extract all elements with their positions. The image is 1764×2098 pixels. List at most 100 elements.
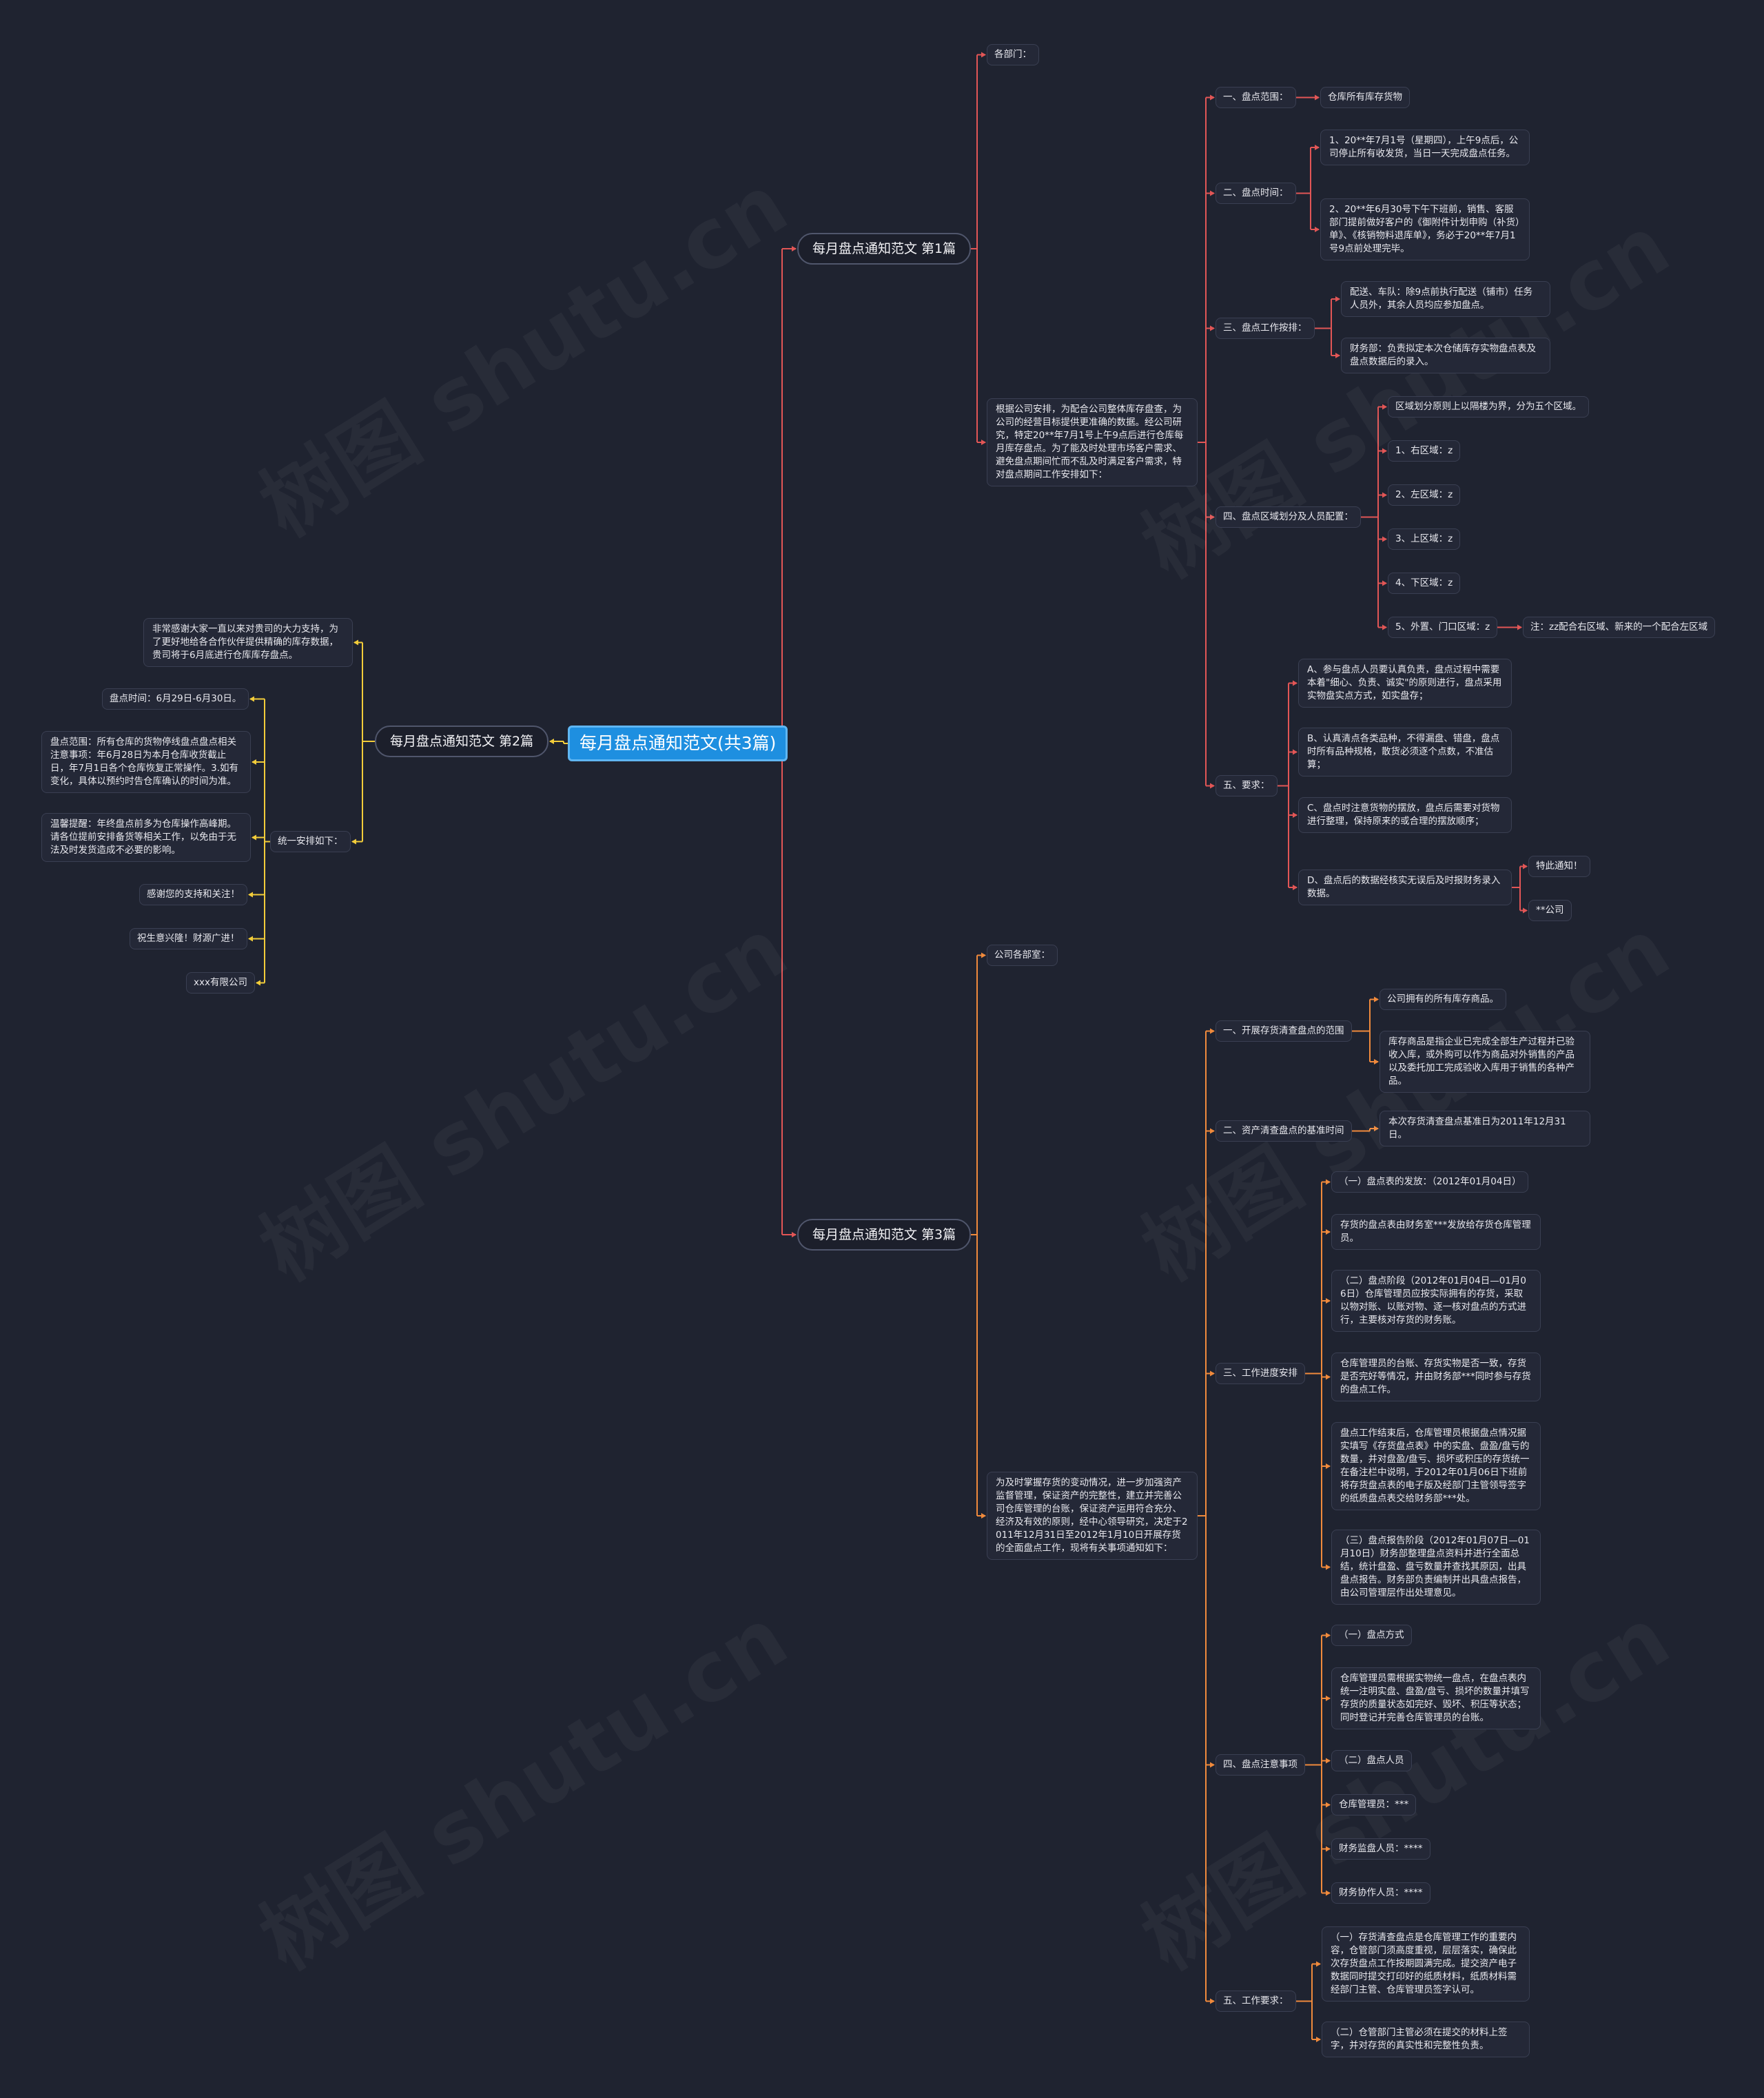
branch-topic-2[interactable]: 每月盘点通知范文 第2篇 [375,726,549,757]
connector-arrow [1326,1846,1331,1852]
b1-time-detail-1[interactable]: 1、20**年7月1号（星期四），上午9点后，公司停止所有收发货，当日一天完成盘… [1320,130,1530,165]
b1-time-detail-2[interactable]: 2、20**年6月30号下午下班前，销售、客服部门提前做好客户的《御附件计划申购… [1320,198,1530,260]
b3-scope-detail-2[interactable]: 库存商品是指企业已完成全部生产过程并已验收入库，或外购可以作为商品对外销售的产品… [1380,1031,1590,1093]
connector-arrow [1517,624,1522,630]
connector-arrow [1374,996,1379,1002]
b1-intro[interactable]: 根据公司安排，为配合公司整体库存盘查，为公司的经营目标提供更准确的数据。经公司研… [987,398,1198,486]
b3-base-time-detail[interactable]: 本次存货清查盘点基准日为2011年12月31日。 [1380,1111,1590,1146]
connector-arrow [256,980,260,986]
b2-thanks[interactable]: 非常感谢大家一直以来对贵司的大力支持，为了更好地给各合作伙伴提供精确的库存数据，… [143,618,353,667]
b1-req-a[interactable]: A、参与盘点人员要认真负责，盘点过程中需要本着"细心、负责、诚实"的原则进行，盘… [1298,659,1512,708]
b3-section-schedule[interactable]: 三、工作进度安排 [1216,1363,1305,1384]
b1-section-time[interactable]: 二、盘点时间： [1216,183,1296,204]
connector-arrow [252,834,256,841]
connector-arrow [1210,94,1215,101]
connector-arrow [1326,1374,1331,1380]
b1-area-principle[interactable]: 区域划分原则上以隔楼为界，分为五个区域。 [1388,396,1589,418]
b1-req-c[interactable]: C、盘点时注意货物的摆放，盘点后需要对货物进行整理，保持原来的或合理的摆放顺序； [1298,797,1512,833]
connector-arrow [1326,1564,1331,1570]
b1-section-scope[interactable]: 一、盘点范围： [1216,87,1296,108]
b3-section-base-time[interactable]: 二、资产清查盘点的基准时间 [1216,1120,1352,1142]
b1-req-b[interactable]: B、认真清点各类品种，不得漏盘、错盘，盘点时所有品种规格，散货必须逐个点数，不准… [1298,728,1512,777]
connector-arrow [1382,536,1387,542]
b3-scope-detail-1[interactable]: 公司拥有的所有库存商品。 [1380,989,1506,1010]
connector-arrow [1315,94,1320,101]
b1-section-areas[interactable]: 四、盘点区域划分及人员配置： [1216,506,1361,528]
connector-arrow [1382,404,1387,410]
b3-schedule-3[interactable]: （二）盘点阶段（2012年01月04日—01月06日）仓库管理员应按实际拥有的存… [1331,1270,1541,1332]
connector-arrow [1374,1126,1379,1131]
connector-arrow [1326,1890,1331,1896]
b2-scope[interactable]: 盘点范围：所有仓库的货物停线盘点盘点相关注意事项：年6月28日为本月仓库收货截止… [41,731,251,793]
b1-area-left[interactable]: 2、左区域：z [1388,484,1461,506]
b3-schedule-2[interactable]: 存货的盘点表由财务室***发放给存货仓库管理员。 [1331,1214,1541,1250]
b3-notes-finance-supervisor[interactable]: 财务监盘人员：**** [1331,1838,1430,1860]
b2-arrangement[interactable]: 统一安排如下： [270,831,351,852]
connector-arrow [1326,1298,1331,1304]
b3-intro[interactable]: 为及时掌握存货的变动情况，进一步加强资产监督管理，保证资产的完整性，建立并完善公… [987,1472,1198,1560]
b1-area-top[interactable]: 3、上区域：z [1388,528,1461,550]
b2-wish[interactable]: 祝生意兴隆！财源广进！ [130,928,247,949]
connector-arrow [248,936,253,942]
branch-topic-1[interactable]: 每月盘点通知范文 第1篇 [797,233,972,265]
b1-req-d[interactable]: D、盘点后的数据经核实无误后及时报财务录入数据。 [1298,870,1512,905]
b3-schedule-5[interactable]: 盘点工作结束后，仓库管理员根据盘点情况据实填写《存货盘点表》中的实盘、盘盈/盘亏… [1331,1422,1541,1510]
b3-schedule-4[interactable]: 仓库管理员的台账、存货实物是否一致，存货是否完好等情况，并由财务部***同时参与… [1331,1353,1541,1401]
connector-arrow [353,639,358,646]
b3-schedule-6[interactable]: （三）盘点报告阶段（2012年01月07日—01月10日）财务部整理盘点资料并进… [1331,1530,1541,1605]
b3-notes-warehouse-keeper[interactable]: 仓库管理员：*** [1331,1794,1417,1816]
root-topic[interactable]: 每月盘点通知范文(共3篇) [568,726,788,761]
connector-arrow [1210,514,1215,520]
b1-work-detail-2[interactable]: 财务部：负责拟定本次仓储库存实物盘点表及盘点数据后的录入。 [1341,338,1550,373]
b2-support[interactable]: 感谢您的支持和关注！ [139,884,247,905]
b3-section-requirements[interactable]: 五、工作要求： [1216,1991,1296,2012]
connector-arrow [1210,190,1215,196]
b1-section-requirements[interactable]: 五、要求： [1216,775,1278,796]
connector-arrow [981,52,986,58]
b3-req-1[interactable]: （一）存货清查盘点是仓库管理工作的重要内容，仓管部门须高度重视，层层落实，确保此… [1322,1926,1530,2002]
connector-arrow [981,440,986,445]
b3-notes-method-detail[interactable]: 仓库管理员需根据实物统一盘点，在盘点表内统一注明实盘、盘盈/盘亏、损坏的数量并填… [1331,1667,1541,1729]
connector-arrow [1523,863,1528,870]
b3-notes-finance-assistant[interactable]: 财务协作人员：**** [1331,1882,1430,1904]
b1-to-departments[interactable]: 各部门： [987,44,1039,65]
branch-topic-3[interactable]: 每月盘点通知范文 第3篇 [797,1219,972,1251]
b3-section-notes[interactable]: 四、盘点注意事项 [1216,1754,1305,1776]
connector-arrow [792,246,797,251]
b3-notes-method[interactable]: （一）盘点方式 [1331,1625,1412,1646]
b1-work-detail-1[interactable]: 配送、车队：除9点前执行配送（铺市）任务人员外，其余人员均应参加盘点。 [1341,281,1550,317]
connector-arrow [981,1513,986,1519]
b1-area-outside[interactable]: 5、外置、门口区域：z [1388,617,1498,638]
connector-arrow [1315,145,1320,150]
connector-arrow [1326,1229,1331,1235]
connector-arrow [252,759,256,765]
b1-area-bottom[interactable]: 4、下区域：z [1388,573,1461,594]
connector-arrow [1382,492,1387,498]
b1-section-work[interactable]: 三、盘点工作按排： [1216,318,1315,339]
b1-area-right[interactable]: 1、右区域：z [1388,440,1461,462]
b1-notice-end[interactable]: 特此通知！ [1528,856,1590,877]
b1-company[interactable]: **公司 [1528,900,1572,921]
connector-arrow [1382,624,1387,630]
b3-notes-staff[interactable]: （二）盘点人员 [1331,1750,1412,1771]
connector-arrow [1210,1128,1215,1134]
b2-tip[interactable]: 温馨提醒：年终盘点前多为仓库操作高峰期。请各位提前安排备货等相关工作，以免由于无… [41,813,251,862]
connector-arrow [1293,680,1298,686]
connector-arrow [1316,2037,1321,2042]
b3-schedule-1[interactable]: （一）盘点表的发放：（2012年01月04日） [1331,1171,1529,1193]
connector-arrow [1210,783,1215,789]
connector-arrow [1293,812,1298,818]
b1-scope-detail[interactable]: 仓库所有库存货物 [1320,87,1410,108]
b2-time[interactable]: 盘点时间：6月29日-6月30日。 [102,688,249,710]
connector-arrow [1374,1059,1379,1065]
b2-company[interactable]: xxx有限公司 [186,972,255,994]
connector-arrow [1315,227,1320,232]
b3-req-2[interactable]: （二）仓管部门主管必须在提交的材料上签字，并对存货的真实性和完整性负责。 [1322,2022,1530,2057]
connector-arrow [1382,580,1387,586]
connector-arrow [549,739,554,744]
b3-to-departments[interactable]: 公司各部室： [987,945,1058,966]
b3-section-scope[interactable]: 一、开展存货清查盘点的范围 [1216,1020,1352,1042]
b1-area-note[interactable]: 注：zz配合右区域、新来的一个配合左区域 [1523,617,1716,638]
